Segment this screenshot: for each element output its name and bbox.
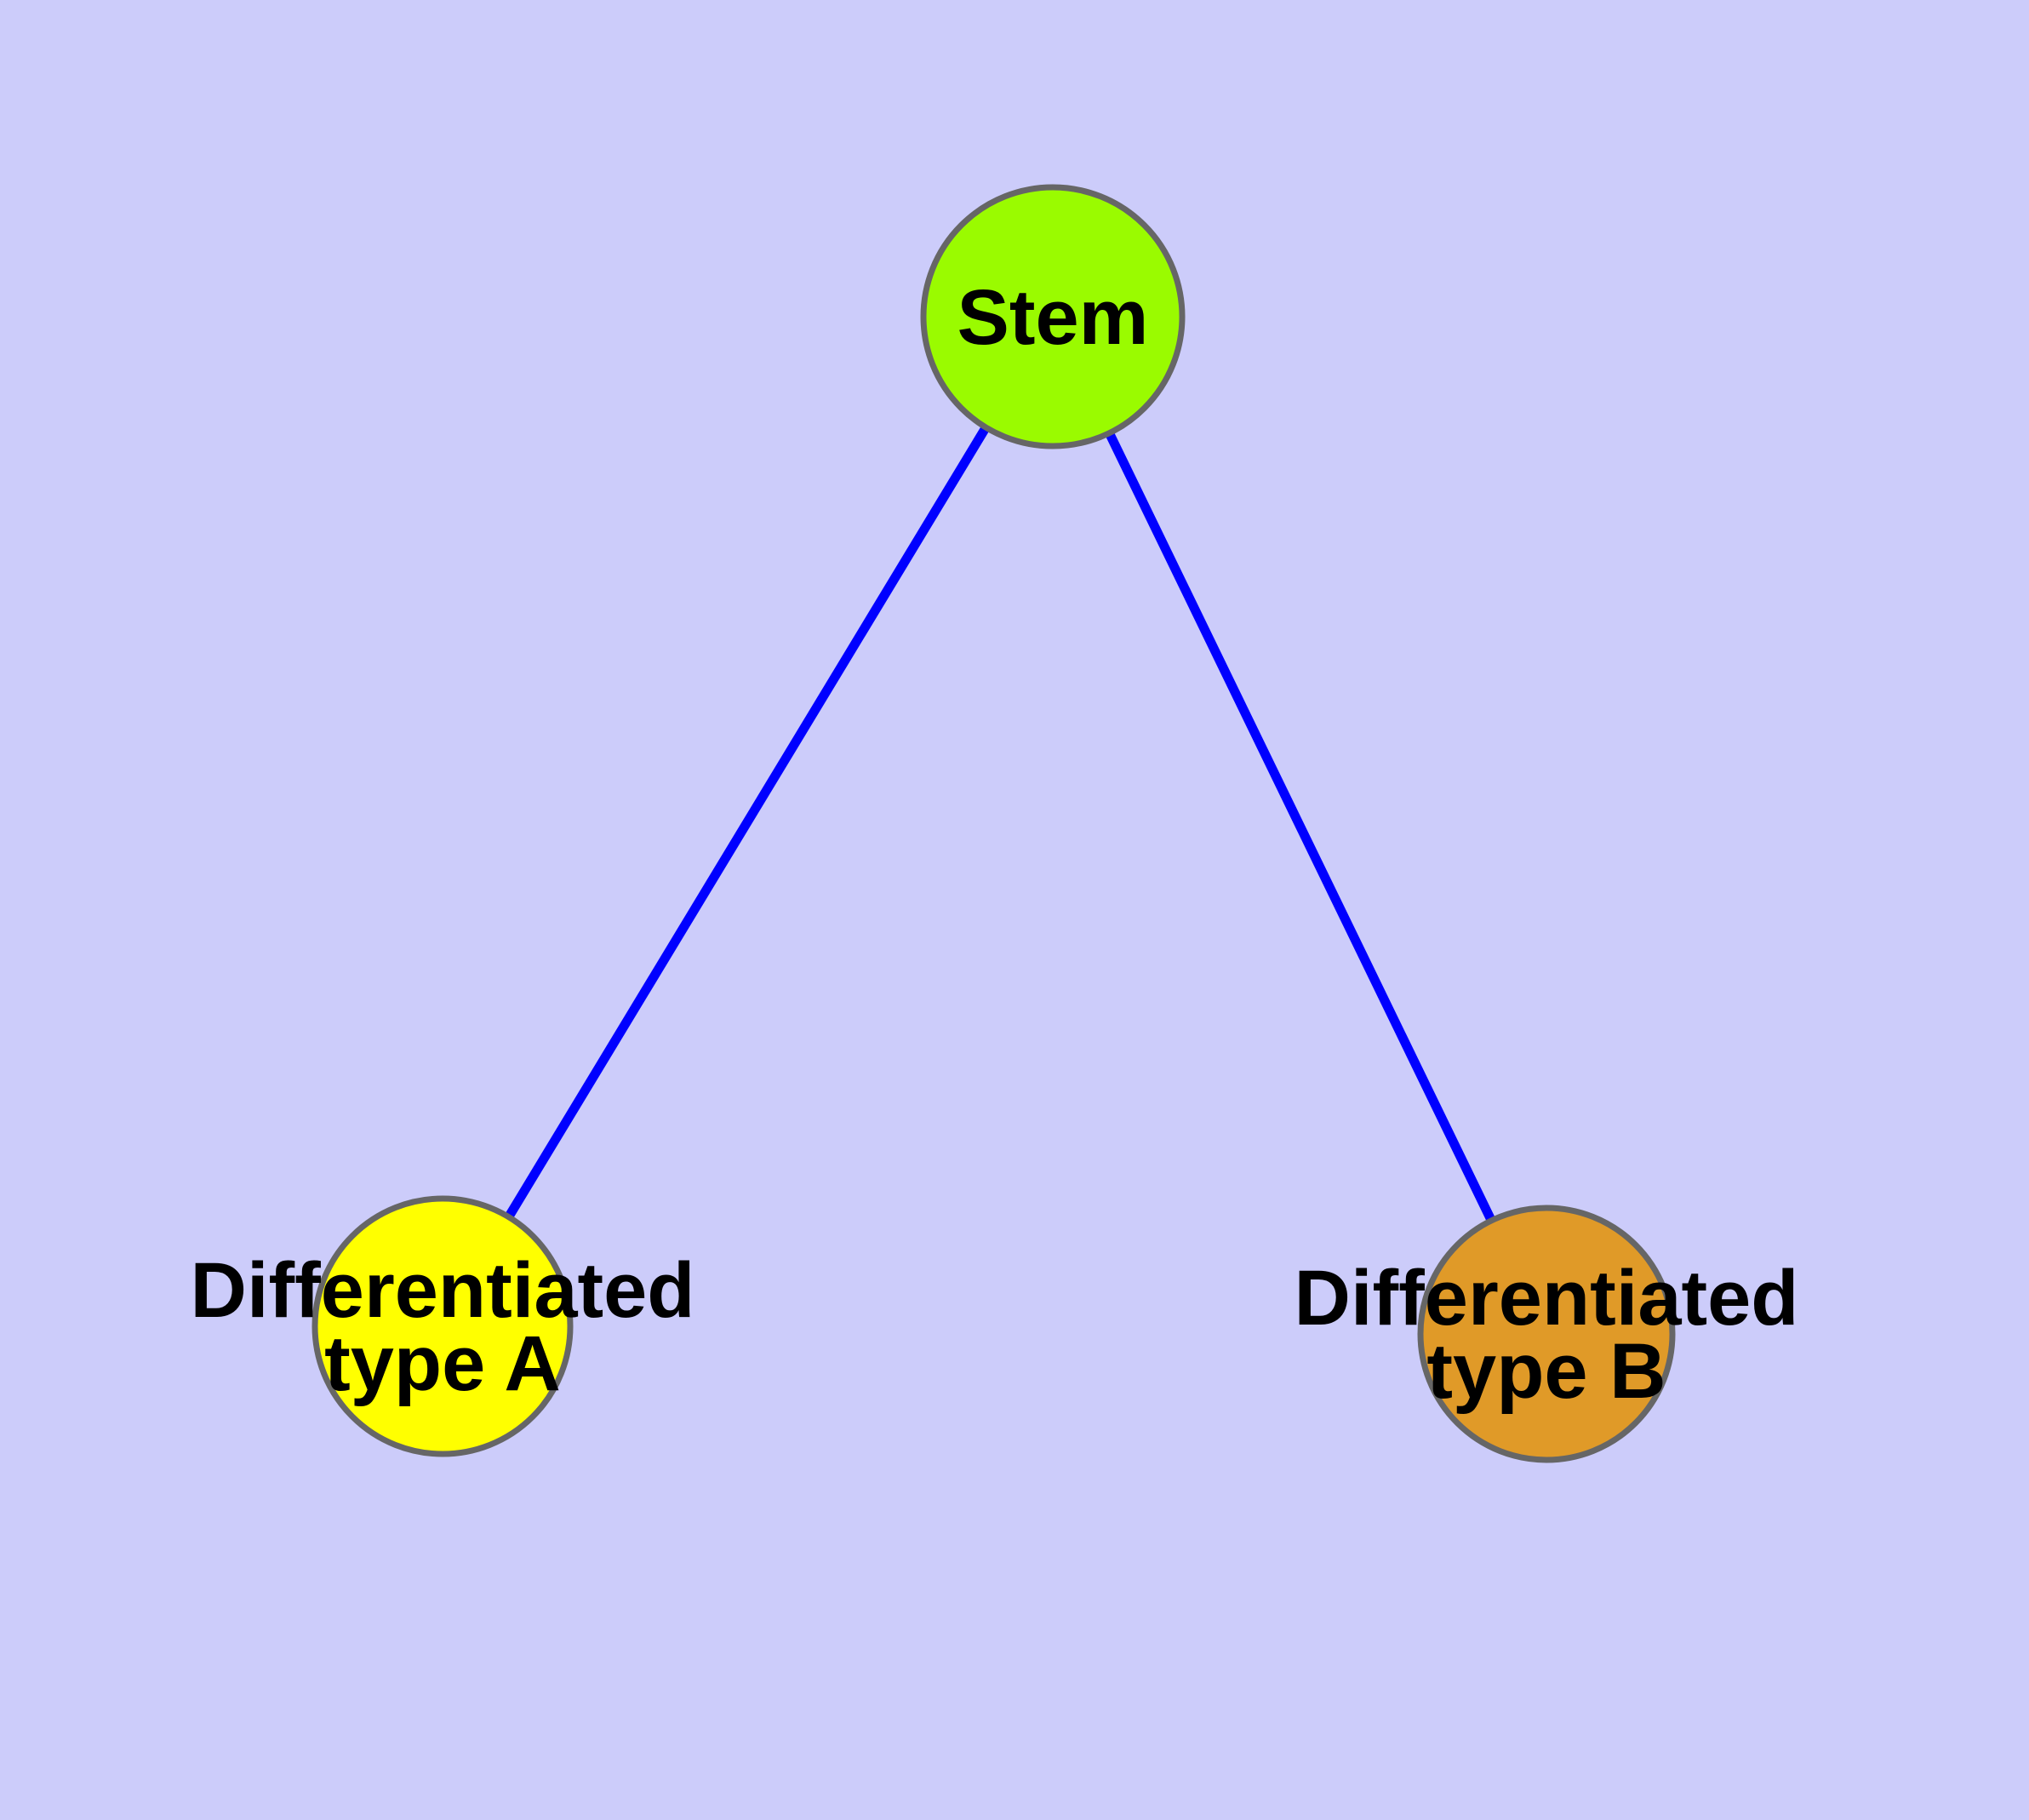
graph-node-stem[interactable]: Stem: [920, 184, 1186, 449]
node-label-line: Stem: [957, 274, 1149, 361]
graph-edge-stem-to-diff_b[interactable]: [1105, 431, 1496, 1223]
node-label-line: Differentiated: [1295, 1255, 1799, 1342]
node-label-line: Differentiated: [191, 1247, 695, 1334]
node-label-line: type A: [324, 1320, 561, 1407]
node-circle-stem[interactable]: [920, 184, 1186, 449]
node-circle-diff_b[interactable]: [1417, 1205, 1676, 1463]
graph-edge-stem-to-diff_a[interactable]: [504, 425, 991, 1220]
node-label-stem: Stem: [957, 274, 1149, 361]
node-label-line: type B: [1426, 1328, 1666, 1415]
node-circle-diff_a[interactable]: [311, 1195, 574, 1457]
edges-layer: [504, 425, 1496, 1223]
